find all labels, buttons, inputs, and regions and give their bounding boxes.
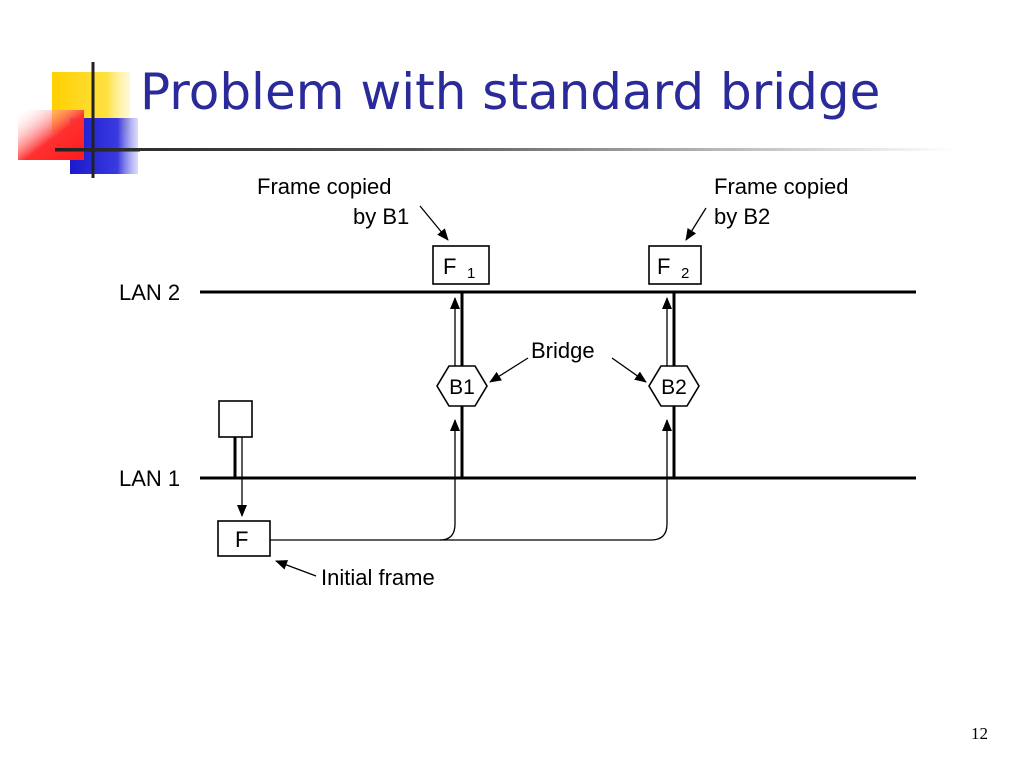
flow-path-b1 [270, 419, 460, 541]
title-rule [55, 148, 955, 151]
copied-b1-label-line2: by B1 [353, 204, 409, 229]
frame-f2-box [648, 245, 702, 285]
copied-b2-label-line2: by B2 [714, 204, 770, 229]
frame-initial-box [217, 520, 271, 557]
lan2-label: LAN 2 [119, 280, 180, 305]
bridge-arrow-b1 [489, 357, 529, 383]
slide-number: 12 [971, 724, 988, 743]
bridge-b1-hexagon [436, 365, 488, 407]
initial-frame-arrow [275, 560, 317, 577]
copied-b1-label-line1: Frame copied [257, 174, 392, 199]
bridge-b2-hexagon [648, 365, 700, 407]
frame-initial-letter: F [235, 527, 248, 552]
bridge-b1-label: B1 [449, 376, 475, 399]
host-station-box [218, 400, 253, 438]
initial-frame-label: Initial frame [321, 565, 435, 590]
frame-f2-subscript: 2 [681, 265, 689, 282]
copied-b1-arrow [419, 205, 449, 241]
bridge-arrow-b2 [611, 357, 647, 383]
lan1-label: LAN 1 [119, 466, 180, 491]
copied-b2-arrow [685, 207, 707, 241]
slide-title: Problem with standard bridge [140, 63, 881, 121]
frame-f1-box [432, 245, 490, 285]
frame-f1-letter: F [443, 254, 456, 279]
bridge-b2-label: B2 [661, 376, 687, 399]
frame-f1-subscript: 1 [467, 265, 475, 282]
flow-path-b2 [440, 419, 672, 541]
frame-f2-letter: F [657, 254, 670, 279]
logo-red-square [18, 110, 84, 160]
bridge-label: Bridge [531, 338, 595, 363]
copied-b2-label-line1: Frame copied [714, 174, 849, 199]
